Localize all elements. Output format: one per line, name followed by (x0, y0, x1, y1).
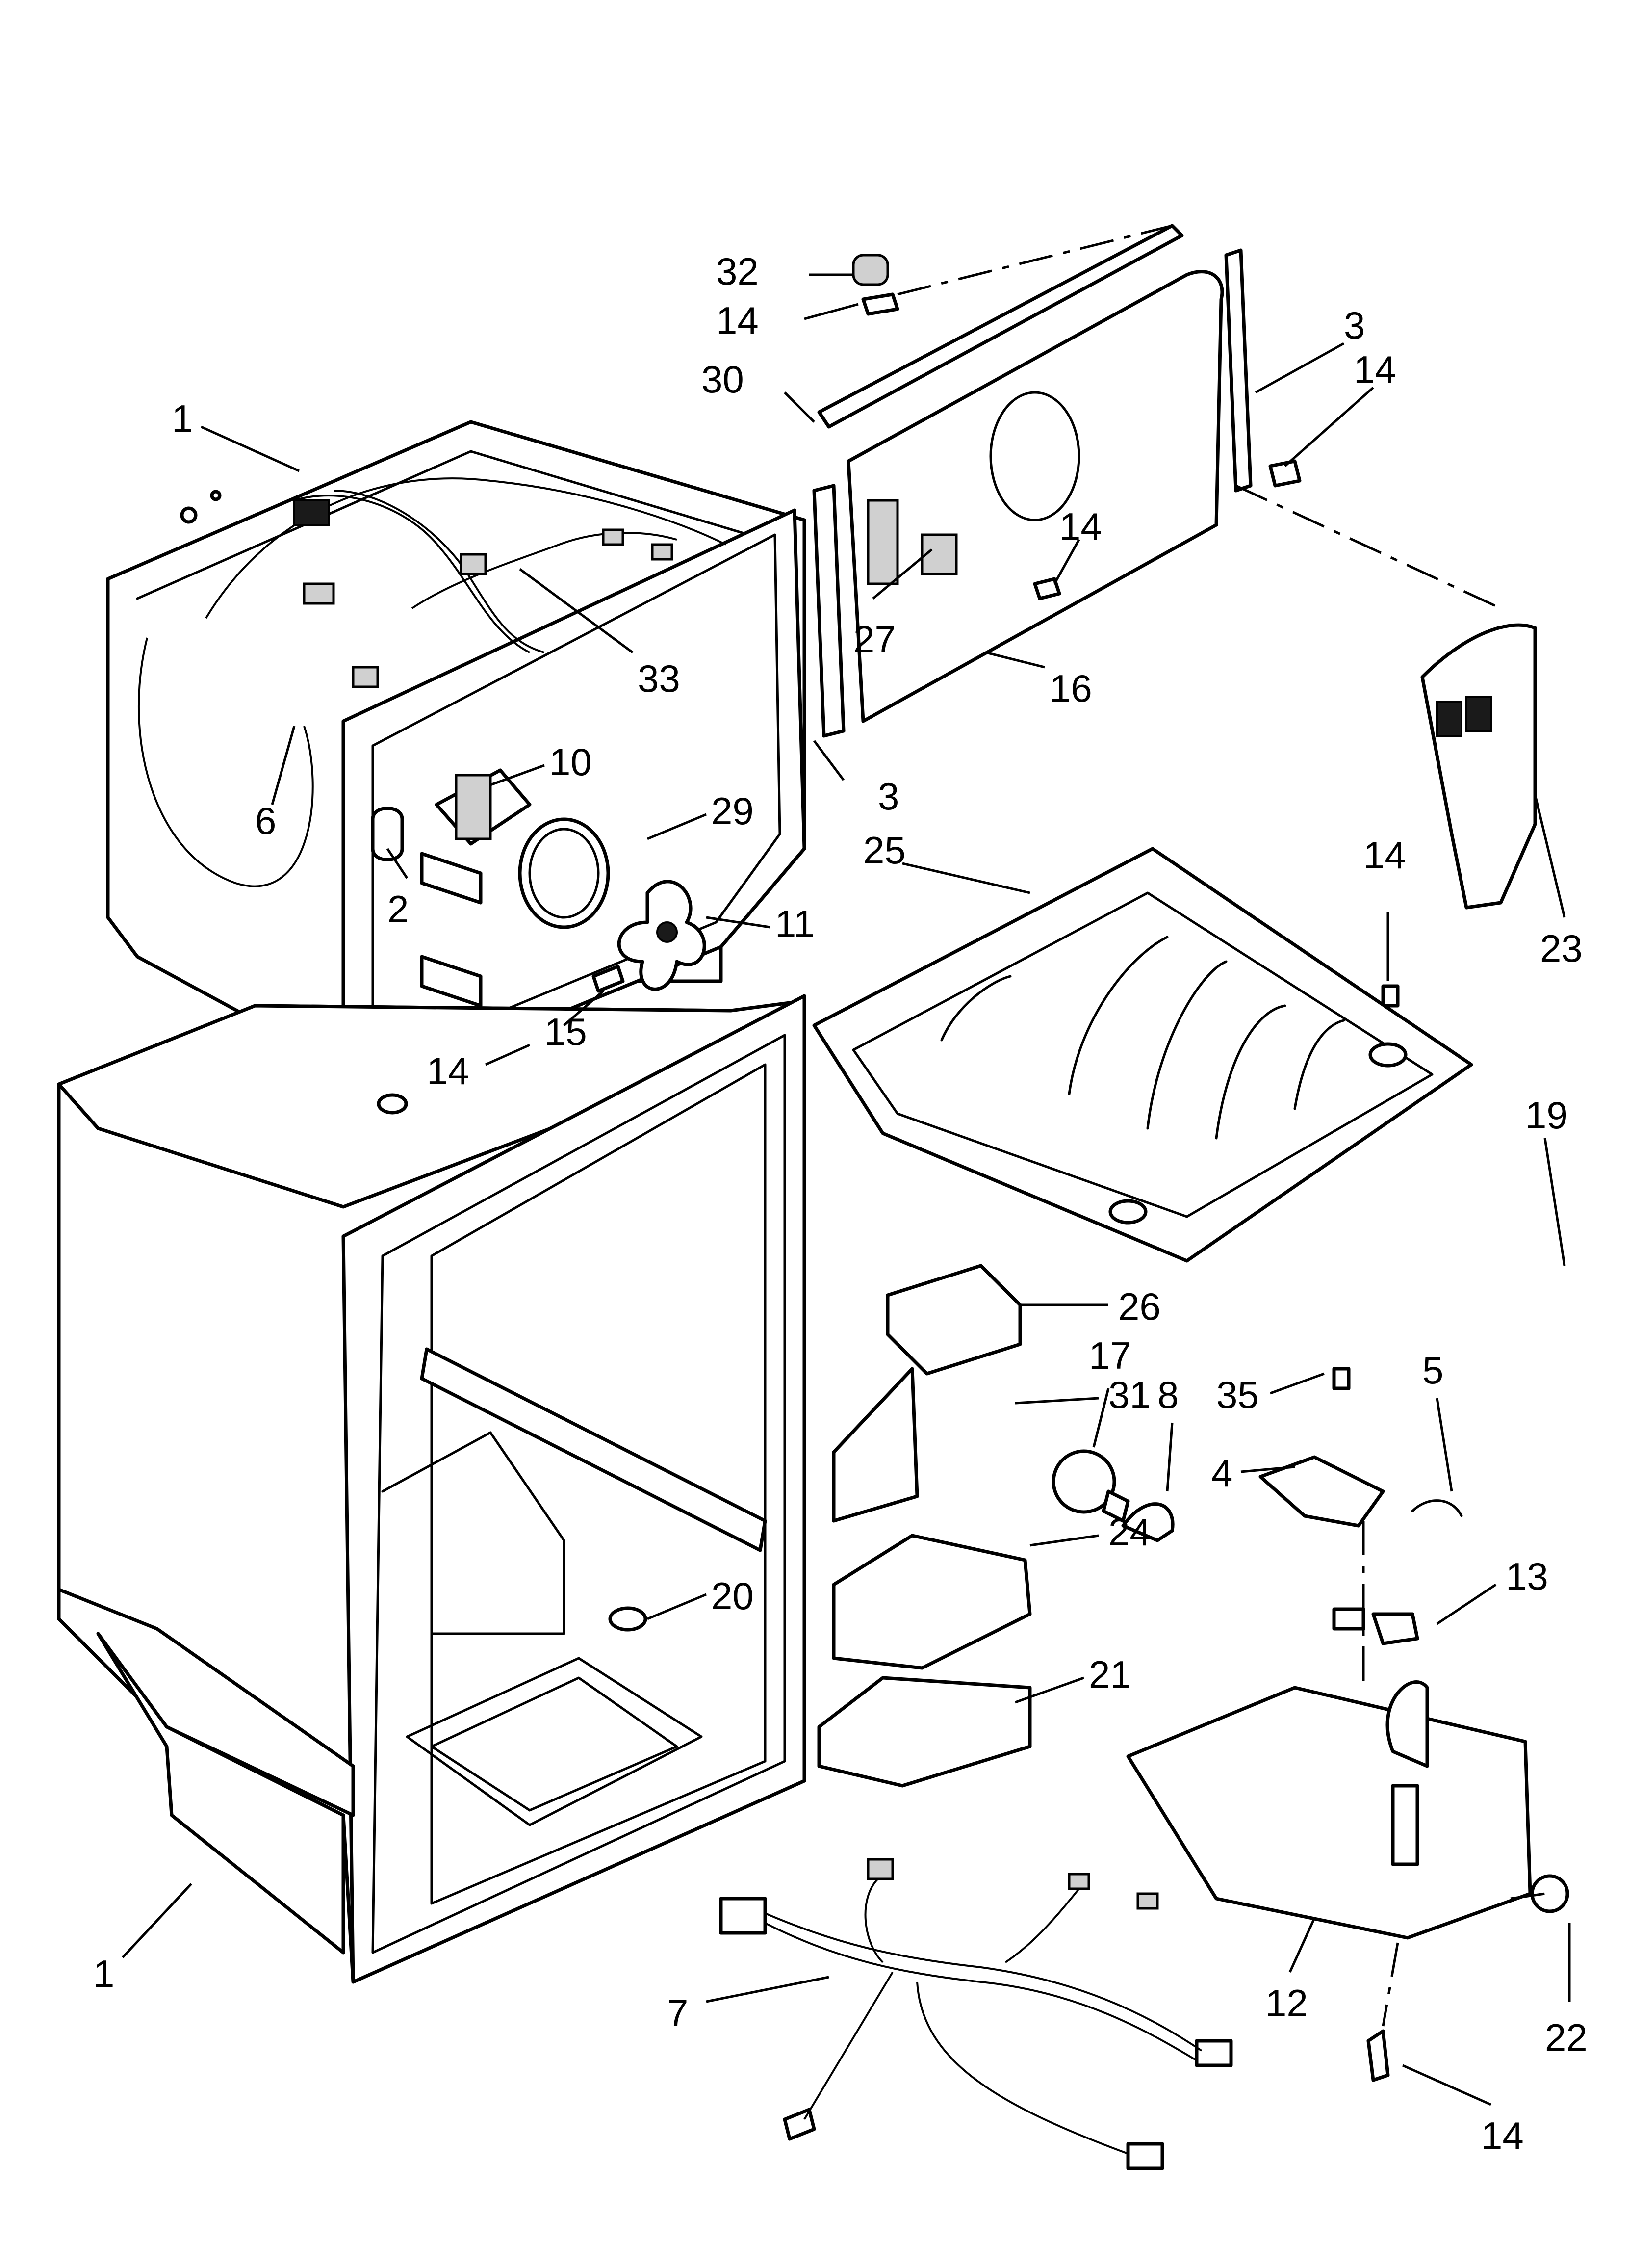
callout-31: 31 (1108, 1373, 1151, 1416)
evaporator-cover-part (812, 224, 1253, 738)
control-housing-part (1126, 1680, 1569, 2082)
callout-14: 14 (427, 1049, 469, 1093)
callout-22: 22 (1545, 2016, 1588, 2059)
callout-14: 14 (1354, 348, 1396, 391)
callout-35: 35 (1216, 1373, 1259, 1416)
callout-16: 16 (1050, 667, 1092, 710)
callout-11: 11 (775, 902, 815, 945)
callout-21: 21 (1089, 1653, 1131, 1696)
callout-19: 19 (1525, 1094, 1568, 1137)
callout-23: 23 (1540, 927, 1583, 970)
callout-30: 30 (701, 358, 744, 401)
callout-24: 24 (1108, 1511, 1151, 1554)
callout-3: 3 (1344, 304, 1365, 347)
callout-12: 12 (1265, 1981, 1308, 2025)
callout-6: 6 (255, 799, 276, 842)
callout-labels: 32 14 30 3 14 1 14 27 16 33 6 10 29 2 11… (93, 250, 1588, 2157)
assembly-guide-lines (897, 224, 1545, 2027)
callout-3: 3 (878, 775, 899, 818)
callout-26: 26 (1118, 1285, 1161, 1328)
callout-10: 10 (549, 740, 592, 783)
callout-1: 1 (93, 1952, 114, 1995)
callout-2: 2 (387, 887, 409, 931)
callout-7: 7 (667, 1991, 688, 2034)
callout-8: 8 (1157, 1373, 1179, 1416)
callout-17: 17 (1089, 1334, 1131, 1377)
callout-4: 4 (1211, 1452, 1232, 1495)
callout-14: 14 (1059, 505, 1102, 548)
light-housing-part (1420, 623, 1537, 910)
callout-32: 32 (716, 250, 759, 293)
callout-14: 14 (1363, 834, 1406, 877)
fan-motor-assembly-part (371, 768, 706, 1008)
callout-13: 13 (1506, 1555, 1548, 1598)
callout-29: 29 (711, 789, 754, 833)
refrigerator-cabinet-part (57, 994, 806, 1984)
callout-15: 15 (544, 1010, 587, 1053)
callout-33: 33 (638, 657, 680, 700)
callout-25: 25 (863, 829, 906, 872)
callout-1: 1 (172, 397, 193, 440)
crisper-cover-part (812, 847, 1473, 1263)
upper-hardware-parts (852, 254, 1400, 1008)
callout-5: 5 (1422, 1349, 1443, 1392)
control-and-light-parts (817, 1264, 1463, 1788)
callout-14: 14 (1481, 2114, 1524, 2157)
callout-14: 14 (716, 299, 759, 342)
callout-20: 20 (711, 1574, 754, 1617)
wire-harness-part (719, 1858, 1233, 2170)
callout-27: 27 (853, 618, 896, 661)
callout-leaders (122, 273, 1571, 2106)
